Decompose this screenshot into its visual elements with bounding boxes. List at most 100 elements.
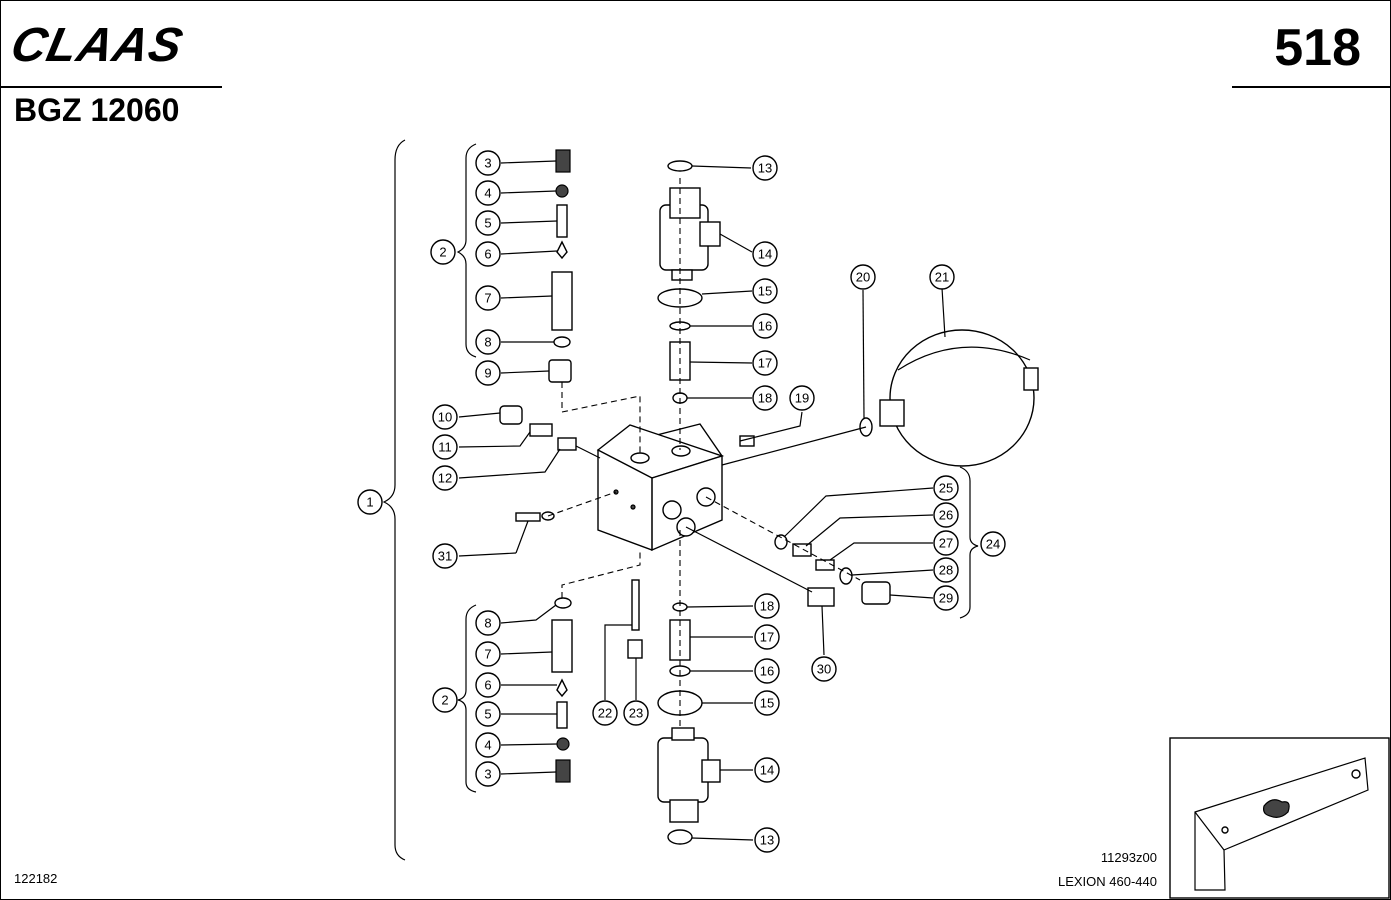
assembly-line-8	[561, 550, 641, 598]
plug-29	[861, 581, 891, 605]
svg-text:15: 15	[760, 696, 774, 711]
screw-31	[515, 512, 541, 522]
brace-2-lower	[457, 604, 477, 793]
callout-13-lower: 13	[754, 827, 780, 853]
callout-13-upper: 13	[752, 155, 778, 181]
callout-6-upper: 6	[475, 241, 501, 267]
callout-9: 9	[475, 360, 501, 386]
assembly-line-24	[705, 496, 861, 581]
svg-text:16: 16	[760, 664, 774, 679]
svg-text:1: 1	[366, 495, 373, 510]
callout-18-upper: 18	[752, 385, 778, 411]
callout-15-upper: 15	[752, 278, 778, 304]
model-range: LEXION 460-440	[1057, 874, 1157, 889]
callout-16-lower: 16	[754, 658, 780, 684]
callout-17-upper: 17	[752, 350, 778, 376]
cone-6-lower	[556, 678, 568, 698]
svg-text:14: 14	[758, 247, 772, 262]
callout-3-upper: 3	[475, 150, 501, 176]
valve-7-upper	[551, 271, 573, 331]
plug-10	[499, 405, 523, 425]
svg-text:17: 17	[758, 356, 772, 371]
callout-7-upper: 7	[475, 285, 501, 311]
svg-text:28: 28	[939, 563, 953, 578]
svg-text:24: 24	[986, 537, 1000, 552]
svg-text:27: 27	[939, 536, 953, 551]
callout-18-lower: 18	[754, 593, 780, 619]
assembly-line-20	[721, 426, 867, 466]
assembly-line-31	[547, 491, 617, 517]
seal-25	[774, 534, 788, 550]
o-ring-13-upper	[667, 160, 693, 172]
callout-24: 24	[980, 531, 1006, 557]
svg-text:25: 25	[939, 481, 953, 496]
svg-text:20: 20	[856, 270, 870, 285]
callout-4-lower: 4	[475, 732, 501, 758]
ball-4-lower	[556, 737, 570, 751]
plug-3-lower	[555, 759, 571, 783]
svg-text:4: 4	[484, 738, 491, 753]
brace-2-upper	[456, 143, 477, 358]
assembly-line-30	[685, 526, 813, 593]
svg-text:2: 2	[439, 245, 446, 260]
spring-11	[529, 423, 553, 437]
brand-rule	[0, 86, 222, 88]
callout-11: 11	[432, 434, 458, 460]
svg-text:11: 11	[438, 440, 452, 455]
svg-text:3: 3	[484, 156, 491, 171]
svg-text:12: 12	[438, 471, 452, 486]
callout-14-upper: 14	[752, 241, 778, 267]
callout-31: 31	[432, 543, 458, 569]
svg-text:15: 15	[758, 284, 772, 299]
callout-1: 1	[357, 489, 383, 515]
callout-12: 12	[432, 465, 458, 491]
nut-23	[627, 639, 643, 659]
leader-lines	[458, 160, 934, 841]
svg-text:8: 8	[484, 335, 491, 350]
callout-28: 28	[933, 557, 959, 583]
svg-text:10: 10	[438, 410, 452, 425]
svg-text:26: 26	[939, 508, 953, 523]
svg-text:5: 5	[484, 216, 491, 231]
svg-text:17: 17	[760, 630, 774, 645]
callout-7-lower: 7	[475, 641, 501, 667]
assembly-line-12	[575, 445, 601, 459]
seal-28	[839, 567, 853, 585]
svg-text:19: 19	[795, 391, 809, 406]
callout-21: 21	[929, 264, 955, 290]
svg-text:8: 8	[484, 616, 491, 631]
spring-5-lower	[556, 701, 568, 729]
svg-text:22: 22	[598, 706, 612, 721]
svg-text:2: 2	[441, 693, 448, 708]
svg-text:30: 30	[817, 662, 831, 677]
brace-1	[382, 139, 406, 861]
callout-4-upper: 4	[475, 180, 501, 206]
callout-25: 25	[933, 475, 959, 501]
spring-27	[815, 559, 835, 571]
assembly-line-9	[561, 382, 641, 456]
callout-17-lower: 17	[754, 624, 780, 650]
valve-7-lower	[551, 619, 573, 673]
svg-text:14: 14	[760, 763, 774, 778]
svg-text:21: 21	[935, 270, 949, 285]
page-rule	[1232, 86, 1390, 88]
svg-text:7: 7	[484, 291, 491, 306]
svg-text:13: 13	[758, 161, 772, 176]
brace-24	[959, 466, 979, 619]
cone-6-upper	[556, 240, 568, 260]
svg-text:6: 6	[484, 247, 491, 262]
svg-text:7: 7	[484, 647, 491, 662]
page-number: 518	[1274, 19, 1361, 77]
svg-text:16: 16	[758, 319, 772, 334]
valve-26	[792, 543, 812, 557]
callout-20: 20	[850, 264, 876, 290]
plug-3-upper	[555, 149, 571, 173]
callout-5-upper: 5	[475, 210, 501, 236]
valve-block	[596, 423, 725, 552]
svg-text:23: 23	[629, 706, 643, 721]
drawing-number: 11293z00	[1100, 850, 1157, 865]
svg-text:6: 6	[484, 678, 491, 693]
svg-text:4: 4	[484, 186, 491, 201]
svg-text:5: 5	[484, 707, 491, 722]
